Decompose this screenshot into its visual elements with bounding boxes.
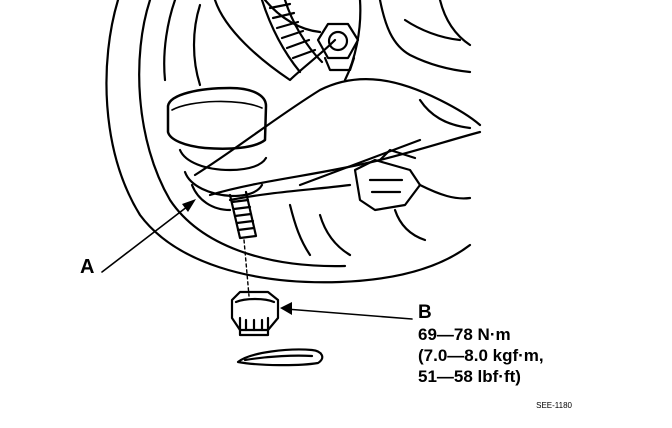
- callout-label-b: B: [418, 302, 432, 323]
- stabilizer-bracket: [288, 148, 472, 257]
- steering-knuckle: [213, 0, 472, 82]
- upper-hex-nut: [316, 22, 360, 72]
- ball-joint-boot: [166, 86, 268, 212]
- leader-lines: [101, 199, 413, 320]
- leader-line-a: [101, 202, 193, 273]
- callout-label-a: A: [80, 256, 95, 278]
- arrowhead-b: [280, 302, 292, 315]
- leader-line-b: [285, 308, 413, 320]
- ball-joint-stud: [228, 190, 258, 297]
- arrowhead-a: [182, 199, 196, 212]
- torque-kgf: (7.0—8.0 kgf·m,: [418, 346, 544, 365]
- torque-lbf: 51—58 lbf·ft): [418, 367, 521, 386]
- figure-id: SEE-1180: [536, 401, 572, 410]
- abs-tone-ring: [260, 0, 324, 74]
- lower-control-arm: [193, 78, 482, 202]
- castle-nut: [230, 290, 280, 337]
- torque-metric: 69—78 N·m: [418, 325, 511, 344]
- cotter-pin: [236, 348, 324, 367]
- brake-disc: [105, 0, 472, 284]
- torque-specification: 69—78 N·m (7.0—8.0 kgf·m, 51—58 lbf·ft): [418, 324, 544, 387]
